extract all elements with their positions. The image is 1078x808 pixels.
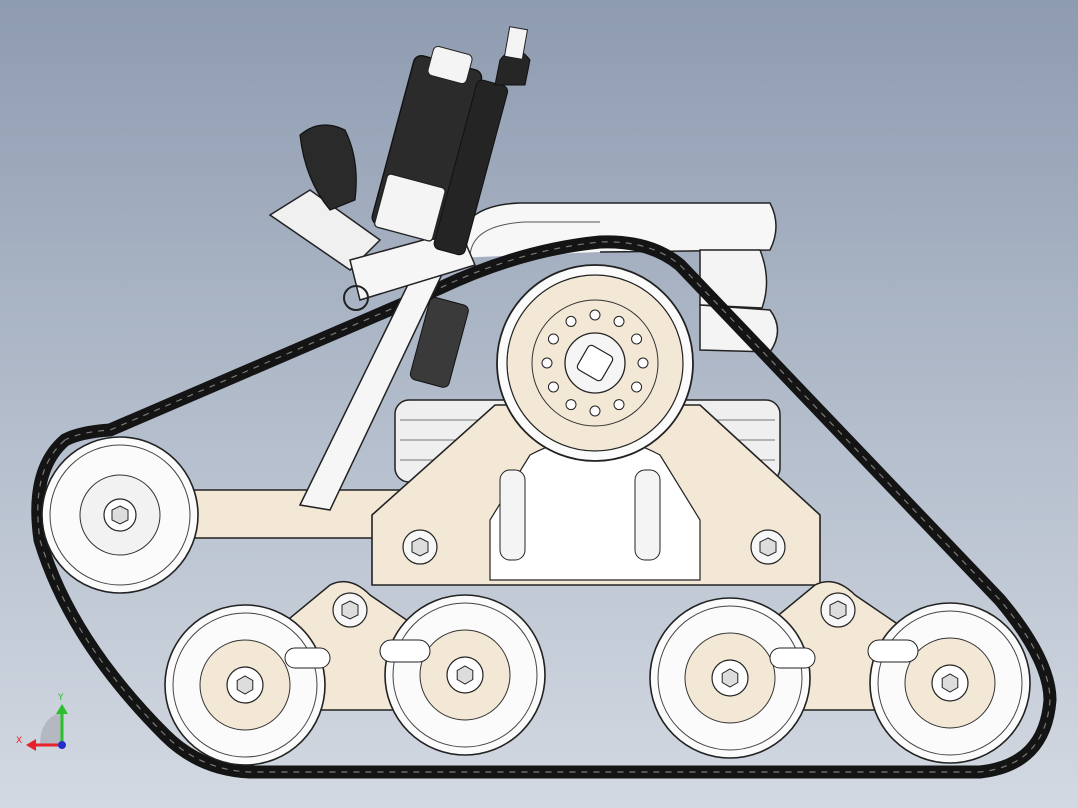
bogie-pivot-right [769,592,919,669]
sprocket-bolt [541,357,553,369]
sprocket-bolt [547,333,559,345]
rifle-barrel [433,26,531,256]
sprocket-bolt [565,315,577,327]
sprocket-bolt [631,381,643,393]
x-axis-label: X [16,736,22,746]
sprocket-bolt [589,405,601,417]
sprocket-bolt [637,357,649,369]
road-wheels [164,594,1031,766]
sprocket-bolt [589,309,601,321]
axis-triad[interactable]: Y X [16,693,68,751]
sprocket-bolt [547,381,559,393]
sprocket-bolt [613,399,625,411]
sprocket-bolt [631,333,643,345]
sprocket-bolt [565,399,577,411]
triad-plane-icon [40,712,62,745]
sprocket-bolts [541,309,649,417]
road-wheel [384,594,546,756]
sprocket-bolt [613,315,625,327]
bogie-pivot-left [284,592,431,669]
drive-sprocket [496,264,694,462]
front-idler-wheel [41,436,199,594]
track-belt [31,235,1057,779]
road-wheel [869,602,1031,764]
z-axis-icon [58,741,66,749]
main-frame [371,404,821,586]
road-wheel [164,604,326,766]
y-axis-label: Y [57,693,64,703]
bellows-tube [371,45,483,242]
road-wheel [649,597,811,759]
